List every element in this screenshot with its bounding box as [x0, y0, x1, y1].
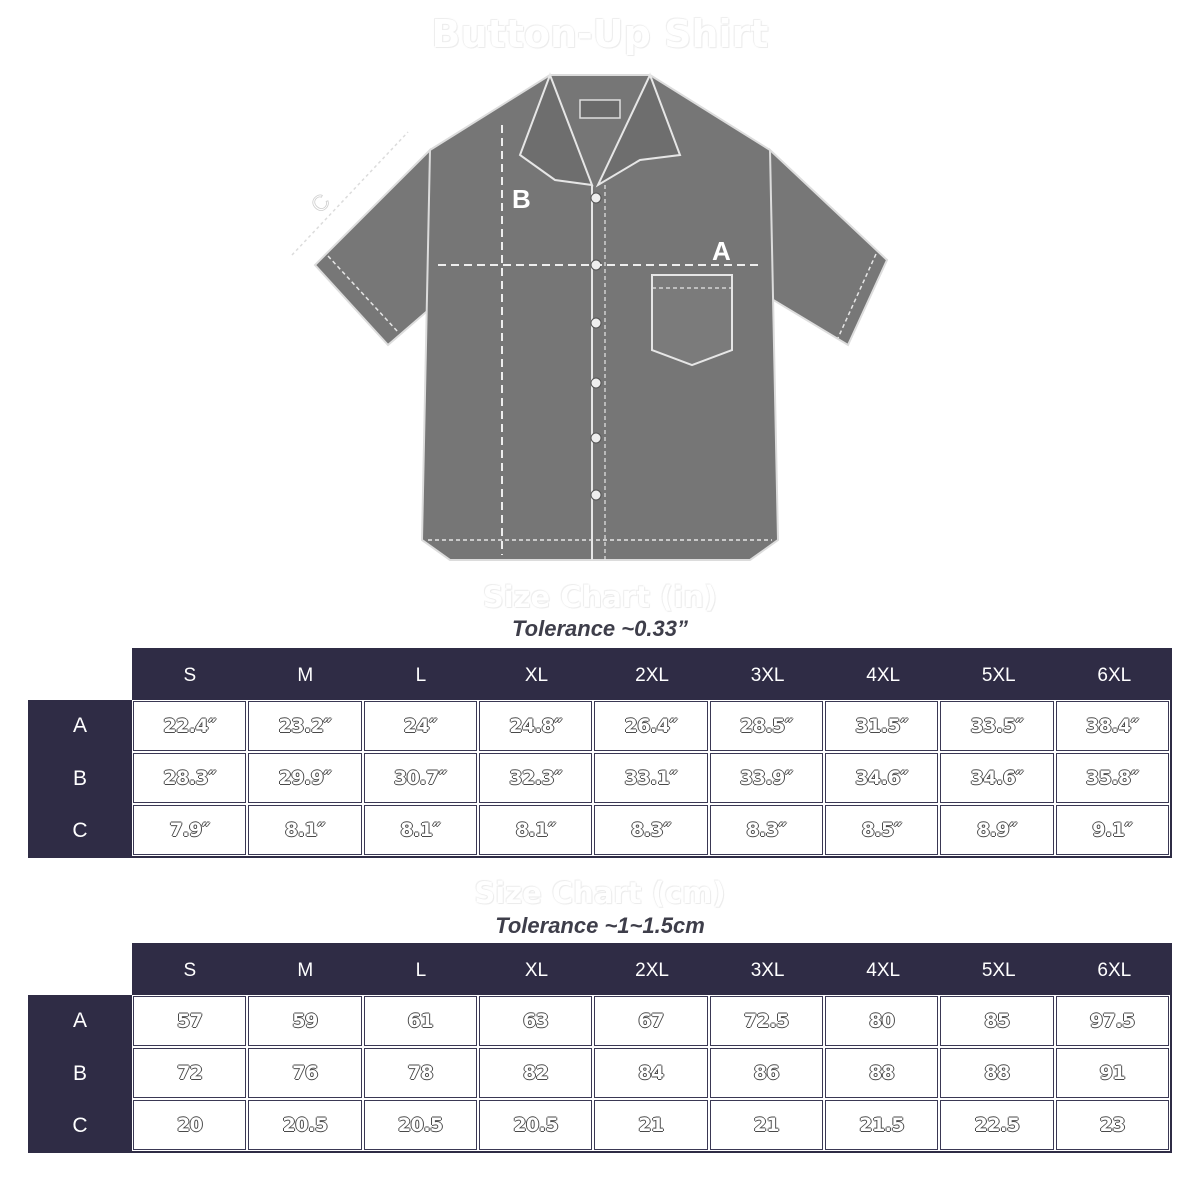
measurement-cell: 28.5″: [709, 701, 823, 751]
size-header-cell: 5XL: [981, 960, 1016, 981]
size-header-cell: XL: [524, 960, 549, 981]
measurement-cell: 67: [594, 996, 708, 1046]
shirt-diagram: A B C: [291, 72, 889, 561]
size-header-cell: 3XL: [750, 960, 785, 981]
measurement-cell: 29.9″: [248, 753, 362, 803]
measurement-cell: 59: [248, 996, 362, 1046]
measurement-cell: 9.1″: [1055, 805, 1169, 855]
measurement-cell: 20.5: [363, 1100, 477, 1150]
measurement-grid: 22.4″23.2″24″24.8″26.4″28.5″31.5″33.5″38…: [132, 700, 1172, 858]
size-header-cell: S: [183, 960, 197, 981]
measurement-cell: 31.5″: [825, 701, 939, 751]
size-header-row: S M L XL 2XL 3XL 4XL 5XL 6XL: [132, 943, 1172, 995]
measurement-cell: 33.1″: [594, 753, 708, 803]
row-label: C: [72, 819, 88, 843]
size-header-cell: 2XL: [635, 960, 669, 981]
measurement-cell: 20: [133, 1100, 247, 1150]
measurement-cell: 32.3″: [479, 753, 593, 803]
size-header-cell: 4XL: [866, 665, 901, 686]
size-header-cell: 2XL: [635, 665, 669, 686]
row-label-column: A B C: [28, 700, 132, 858]
label-a: A: [712, 236, 731, 266]
measurement-cell: 33.9″: [709, 753, 823, 803]
measurement-cell: 8.5″: [825, 805, 939, 855]
measurement-cell: 63: [479, 996, 593, 1046]
size-header-cell: L: [415, 665, 427, 686]
measurement-cell: 91: [1055, 1048, 1169, 1098]
measurement-cell: 28.3″: [133, 753, 247, 803]
size-chart-in-tolerance: Tolerance ~0.33”: [512, 616, 688, 641]
row-label: A: [72, 1009, 87, 1032]
size-header-cell: 4XL: [866, 960, 901, 981]
measurement-cell: 20.5: [479, 1100, 593, 1150]
measurement-cell: 23: [1055, 1100, 1169, 1150]
measurement-cell: 26.4″: [594, 701, 708, 751]
measurement-cell: 8.3″: [709, 805, 823, 855]
measurement-cell: 34.6″: [825, 753, 939, 803]
measurement-cell: 24.8″: [479, 701, 593, 751]
measurement-cell: 21.5: [825, 1100, 939, 1150]
size-header-cell: XL: [524, 665, 549, 686]
measurement-cell: 8.3″: [594, 805, 708, 855]
row-label-column: A B C: [28, 995, 132, 1153]
measurement-cell: 7.9″: [133, 805, 247, 855]
row-label: A: [72, 714, 87, 737]
size-header-cell: 6XL: [1097, 960, 1132, 981]
measurement-cell: 8.9″: [940, 805, 1054, 855]
row-label: C: [72, 1114, 88, 1138]
measurement-cell: 23.2″: [248, 701, 362, 751]
measurement-cell: 38.4″: [1055, 701, 1169, 751]
measurement-cell: 76: [248, 1048, 362, 1098]
size-chart-cm-tolerance: Tolerance ~1~1.5cm: [495, 913, 705, 938]
measurement-cell: 85: [940, 996, 1054, 1046]
row-label: B: [72, 766, 87, 790]
measurement-cell: 78: [363, 1048, 477, 1098]
size-header-cell: M: [297, 665, 314, 686]
size-header-cell: S: [183, 665, 197, 686]
measurement-cell: 57: [133, 996, 247, 1046]
measurement-cell: 61: [363, 996, 477, 1046]
measurement-cell: 72.5: [709, 996, 823, 1046]
measure-line-c: [291, 131, 409, 256]
measurement-cell: 86: [709, 1048, 823, 1098]
measurement-cell: 22.4″: [133, 701, 247, 751]
row-label: B: [72, 1061, 87, 1085]
measurement-cell: 82: [479, 1048, 593, 1098]
measurement-cell: 34.6″: [940, 753, 1054, 803]
label-b: B: [512, 184, 531, 214]
measurement-cell: 72: [133, 1048, 247, 1098]
measurement-cell: 80: [825, 996, 939, 1046]
size-header-row: S M L XL 2XL 3XL 4XL 5XL 6XL: [132, 648, 1172, 700]
size-header-cell: 3XL: [750, 665, 785, 686]
size-chart-in-title: Size Chart (in): [482, 580, 718, 614]
measurement-cell: 8.1″: [479, 805, 593, 855]
measurement-cell: 21: [594, 1100, 708, 1150]
measurement-cell: 8.1″: [248, 805, 362, 855]
measurement-cell: 97.5: [1055, 996, 1169, 1046]
size-header-cell: L: [415, 960, 427, 981]
measurement-cell: 22.5: [940, 1100, 1054, 1150]
measurement-cell: 8.1″: [363, 805, 477, 855]
size-header-cell: 5XL: [981, 665, 1016, 686]
size-header-cell: 6XL: [1097, 665, 1132, 686]
measurement-cell: 88: [940, 1048, 1054, 1098]
measurement-cell: 21: [709, 1100, 823, 1150]
measurement-cell: 35.8″: [1055, 753, 1169, 803]
measurement-cell: 33.5″: [940, 701, 1054, 751]
measurement-cell: 88: [825, 1048, 939, 1098]
size-header-cell: M: [297, 960, 314, 981]
measurement-cell: 24″: [363, 701, 477, 751]
measurement-cell: 30.7″: [363, 753, 477, 803]
page-title: Button-Up Shirt: [431, 12, 769, 56]
shirt-shape: [313, 72, 889, 561]
size-chart-cm-title: Size Chart (cm): [474, 876, 726, 910]
measurement-cell: 84: [594, 1048, 708, 1098]
measurement-cell: 20.5: [248, 1100, 362, 1150]
